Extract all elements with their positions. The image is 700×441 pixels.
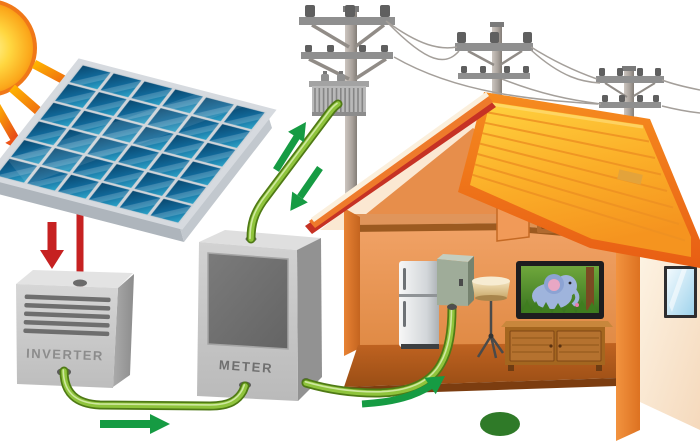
attic-floor <box>350 214 520 225</box>
inverter-inlet <box>73 279 87 287</box>
power-lines <box>385 20 700 114</box>
roof-left <box>309 95 493 228</box>
utility-pole-3 <box>596 66 664 130</box>
tv-cabinet <box>501 321 613 371</box>
sun <box>0 0 37 96</box>
meter: METER <box>197 230 322 401</box>
transformer <box>309 71 369 116</box>
house <box>305 92 700 441</box>
meter-side <box>297 238 322 401</box>
roof-planks <box>472 111 686 242</box>
house-corner <box>616 240 640 441</box>
roof-left-fascia <box>311 92 489 222</box>
meter-top <box>199 230 321 250</box>
green-cable-meter-to-house <box>306 304 457 393</box>
roof-right <box>470 102 691 257</box>
breaker-panel <box>437 254 474 306</box>
bush <box>480 412 520 436</box>
dc-arrow <box>40 222 64 269</box>
insulators-2 <box>305 45 388 52</box>
meter-label: METER <box>218 357 273 376</box>
inverter-label: INVERTER <box>26 346 104 364</box>
meter-screen <box>207 252 289 350</box>
panel-inlet <box>447 304 457 310</box>
roof-vent <box>617 169 643 185</box>
panel-glass <box>0 58 277 230</box>
roof <box>305 92 700 268</box>
panel-latch <box>459 279 463 286</box>
flow-arrow-right <box>100 414 170 434</box>
crossarm-2 <box>301 52 393 59</box>
tv-tree <box>586 267 594 313</box>
inverter: INVERTER <box>16 270 134 388</box>
inverter-side <box>113 274 134 387</box>
tv <box>516 261 604 319</box>
utility-pole-2 <box>455 22 533 106</box>
solar-panel <box>0 58 277 242</box>
fridge <box>399 261 439 349</box>
cut-wall-left <box>344 208 360 356</box>
lamp-shade <box>472 281 510 298</box>
inverter-top <box>16 270 133 288</box>
crossarm-top <box>299 17 395 25</box>
flow-arrow-up <box>273 122 306 172</box>
flow-arrow-down <box>290 166 323 211</box>
window <box>664 266 697 318</box>
inverter-vents <box>23 294 111 337</box>
flow-arrow-house <box>361 376 445 408</box>
floor-lamp <box>472 276 510 359</box>
tv-grass <box>522 299 598 313</box>
tv-elephant <box>532 274 580 309</box>
insulators-top <box>305 5 390 17</box>
